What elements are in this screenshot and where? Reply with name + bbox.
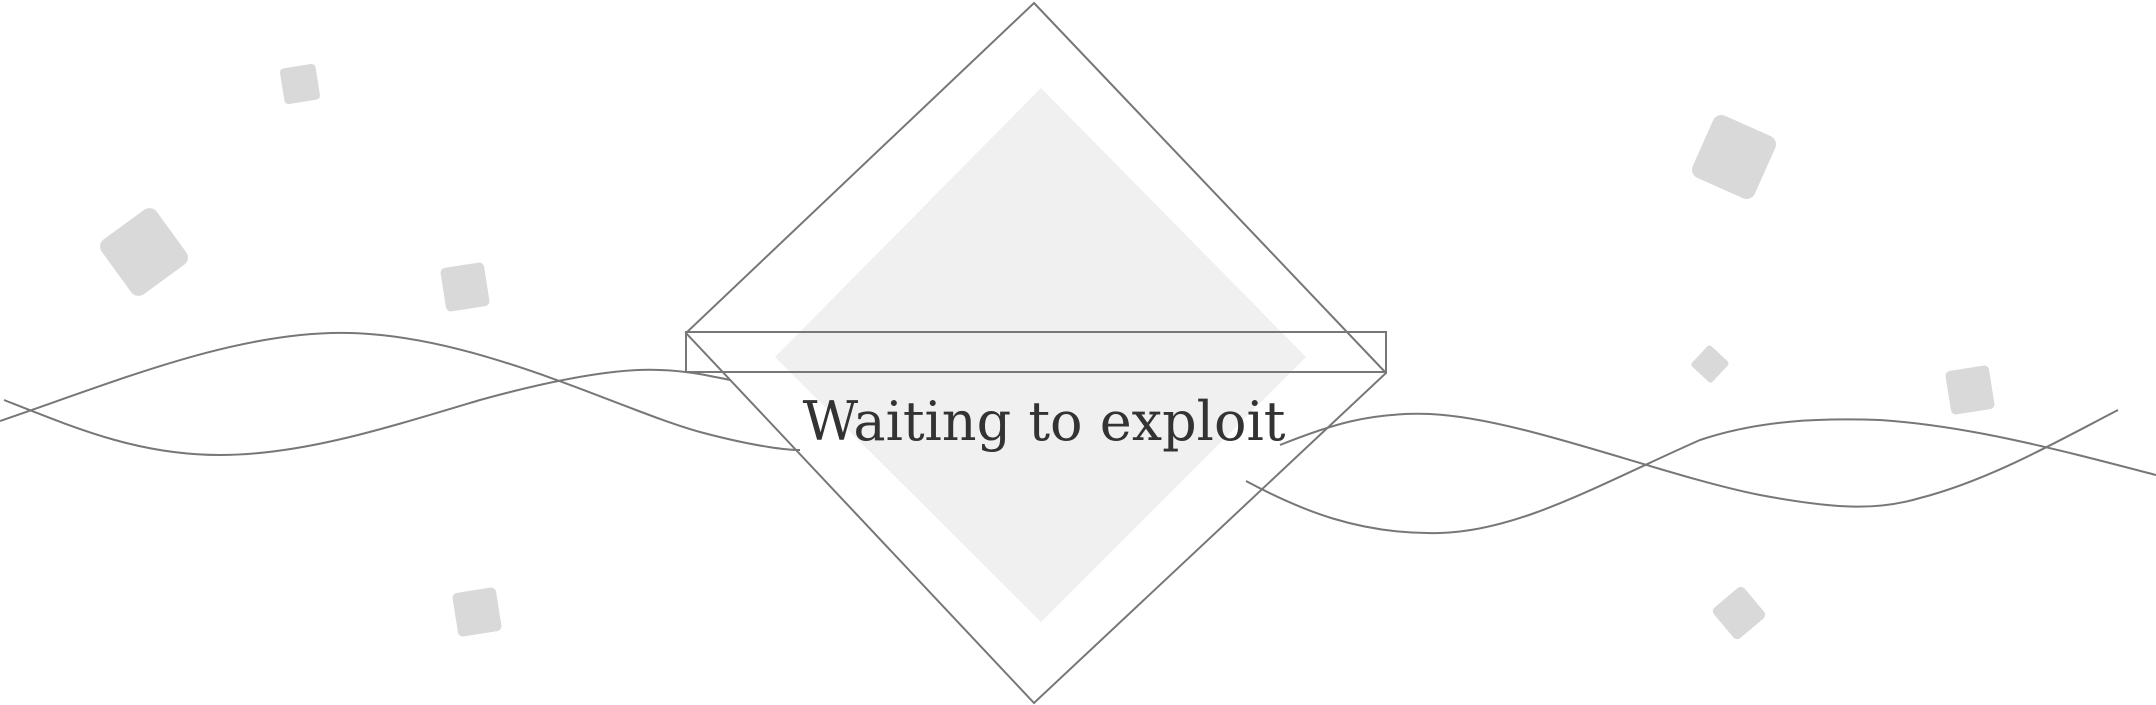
waiting-caption: Waiting to exploit [803, 390, 1286, 453]
confetti-square-6 [1691, 345, 1729, 383]
wave-line-left-1 [0, 331, 801, 451]
confetti-square-1 [279, 63, 321, 105]
horizontal-band-outline [685, 331, 1387, 373]
confetti-square-3 [440, 262, 490, 312]
wave-line-right-1 [1279, 409, 2119, 508]
inner-diamond-fill [775, 88, 1306, 622]
confetti-square-2 [100, 208, 188, 296]
confetti-square-8 [1712, 586, 1766, 640]
wave-line-left-2 [3, 368, 731, 457]
confetti-square-5 [1691, 114, 1777, 200]
confetti-square-7 [1945, 365, 1995, 415]
main-diamond-outline [684, 1, 1388, 705]
confetti-square-4 [452, 587, 502, 637]
wave-line-right-2 [1245, 418, 2156, 535]
